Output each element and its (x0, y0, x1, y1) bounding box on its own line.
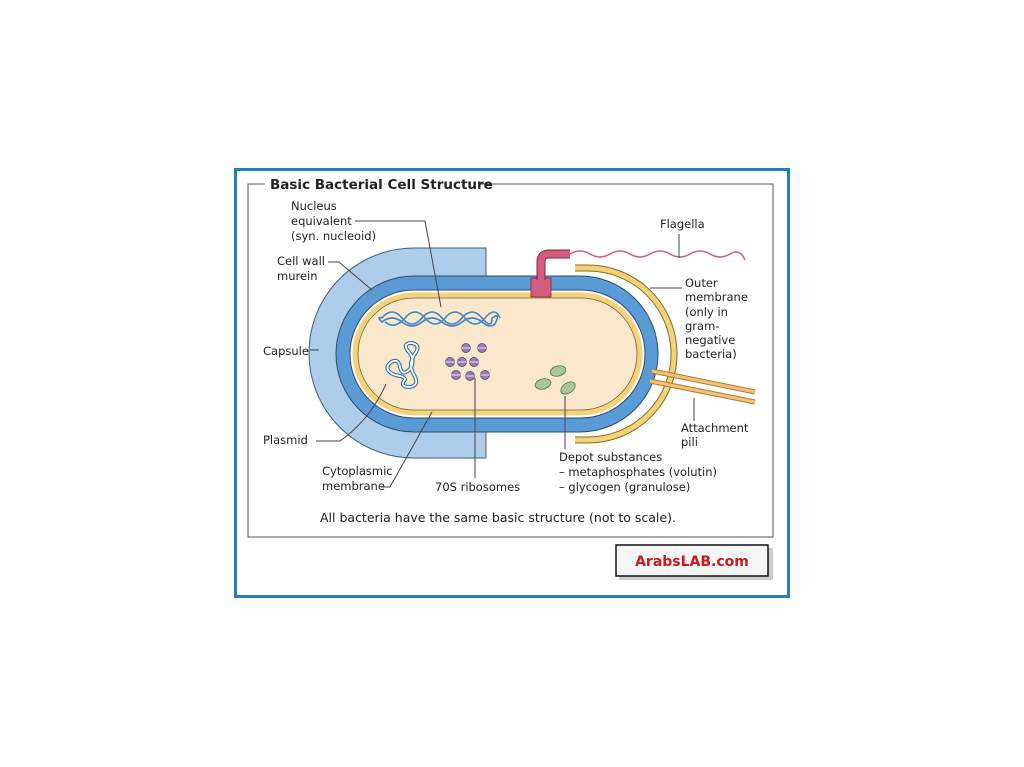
label-cytoplasmic-membrane: Cytoplasmic membrane (322, 464, 396, 493)
inner-box (247, 183, 774, 538)
nucleoid (378, 311, 501, 327)
caption: All bacteria have the same basic structu… (320, 510, 676, 525)
label-capsule: Capsule (263, 344, 309, 358)
label-depot-substances: Depot substances – metaphosphates (volut… (559, 450, 721, 494)
watermark: ArabsLAB.com (615, 544, 773, 580)
ribosomes (445, 343, 490, 381)
leader-lines (310, 220, 695, 488)
depot-granules (534, 365, 576, 395)
label-outer-membrane: Outer membrane (only in gram- negative b… (685, 276, 752, 361)
label-flagella: Flagella (660, 217, 705, 231)
diagram-title: Basic Bacterial Cell Structure (270, 177, 493, 193)
label-plasmid: Plasmid (263, 433, 308, 447)
label-cell-wall: Cell wall murein (277, 254, 329, 283)
flagellum (530, 249, 746, 298)
outer-membrane (575, 265, 677, 443)
label-ribosomes: 70S ribosomes (435, 480, 520, 494)
attachment-pili (649, 368, 756, 405)
label-nucleus-equivalent: Nucleus equivalent (syn. nucleoid) (291, 199, 376, 243)
label-attachment-pili: Attachment pili (681, 421, 752, 449)
cytoplasm (357, 297, 638, 411)
watermark-text: ArabsLAB.com (635, 554, 749, 570)
